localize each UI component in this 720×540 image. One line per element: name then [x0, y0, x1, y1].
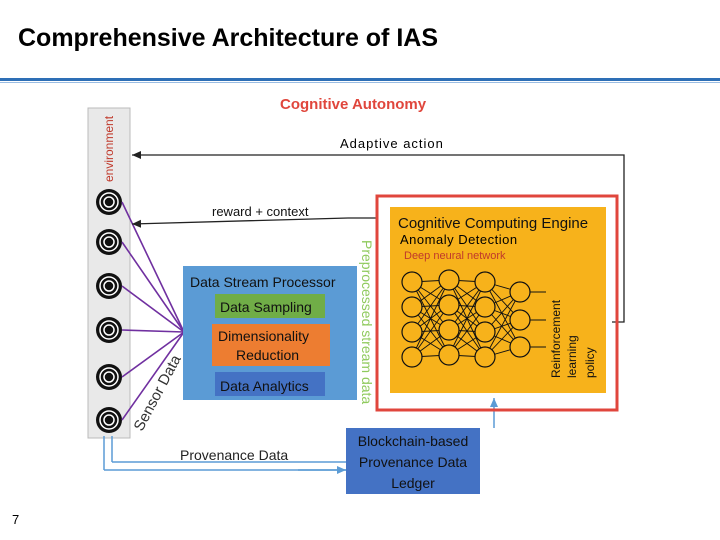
sensor-node [96, 273, 122, 299]
sensor-data-lines [121, 201, 185, 421]
provenance-data-lines [103, 436, 346, 474]
reinforcement-label: Reinforcement [549, 299, 563, 378]
reward-context-arrow [131, 217, 378, 228]
environment-label: environment [102, 115, 116, 182]
cognitive-autonomy-label: Cognitive Autonomy [280, 96, 427, 113]
reduction-label: Reduction [236, 347, 299, 363]
preprocessed-stream-label: Preprocessed stream data [359, 240, 375, 404]
sensor-nodes [96, 189, 122, 433]
deep-neural-network-label: Deep neural network [404, 250, 506, 262]
ledger-line3: Ledger [391, 475, 435, 491]
learning-label: learning [565, 335, 579, 378]
sensor-node [96, 364, 122, 390]
blockchain-ledger: Blockchain-based Provenance Data Ledger [346, 428, 480, 494]
dimensionality-reduction-block [212, 324, 330, 366]
cognitive-autonomy-frame [375, 194, 619, 412]
data-analytics-block [215, 372, 325, 396]
sensor-node [96, 317, 122, 343]
reward-context-label: reward + context [212, 204, 309, 219]
data-sampling-block [215, 294, 325, 318]
neural-nodes [401, 269, 531, 368]
cognitive-computing-engine: Cognitive Computing Engine Deep neural n… [375, 194, 619, 412]
policy-label: policy [583, 347, 597, 378]
provenance-data-label: Provenance Data [180, 447, 288, 463]
ledger-line1: Blockchain-based [358, 433, 469, 449]
title-divider-accent [0, 82, 720, 83]
engine-title: Cognitive Computing Engine [398, 215, 588, 232]
sensor-node [96, 189, 122, 215]
data-sampling-label: Data Sampling [220, 299, 312, 315]
output-arrows [530, 291, 546, 348]
data-stream-processor-title: Data Stream Processor [190, 274, 336, 290]
dimensionality-label: Dimensionality [218, 328, 309, 344]
sensor-node [96, 407, 122, 433]
ledger-line2: Provenance Data [359, 454, 467, 470]
data-stream-processor: Data Stream Processor Data Sampling Dime… [183, 266, 357, 400]
adaptive-action-label: Adaptive action [340, 136, 444, 151]
anomaly-detection-label: Anomaly Detection [400, 232, 518, 247]
data-analytics-label: Data Analytics [220, 378, 309, 394]
title-divider [0, 78, 720, 81]
slide-title: Comprehensive Architecture of IAS [18, 24, 439, 52]
sensor-node [96, 229, 122, 255]
page-number: 7 [12, 512, 20, 527]
